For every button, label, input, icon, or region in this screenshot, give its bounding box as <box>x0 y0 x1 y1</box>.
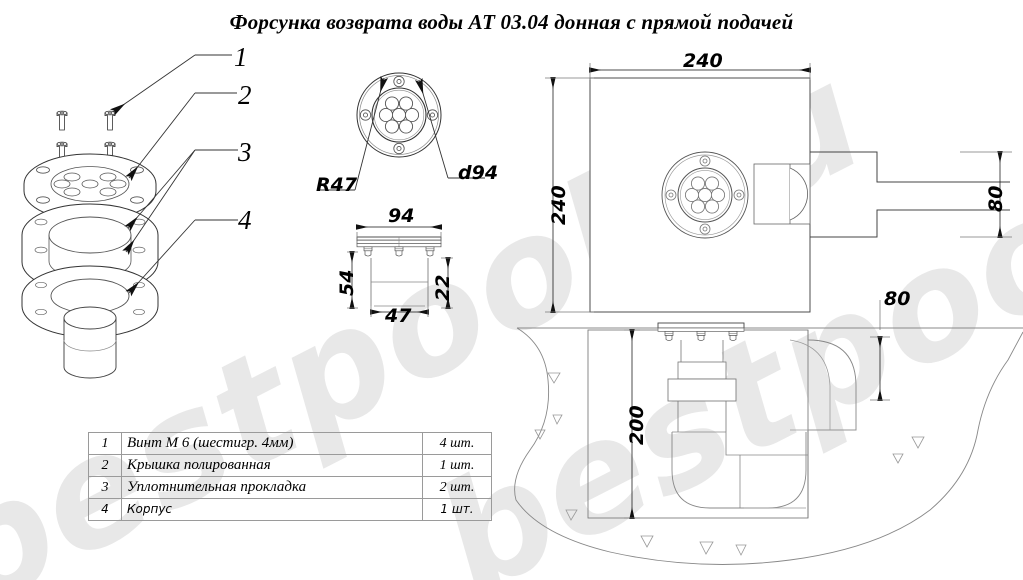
callout-number-3: 3 <box>238 137 252 167</box>
leader-r47 <box>354 76 389 191</box>
view-exploded-assembly <box>21 110 159 379</box>
table-row: 4 Корпус 1 шт. <box>88 498 492 521</box>
page-title: Форсунка возврата воды АТ 03.04 донная с… <box>229 10 794 34</box>
dimension-80-section <box>870 300 890 401</box>
dimension-label-94: 94 <box>388 205 415 227</box>
callout-number-4: 4 <box>238 205 252 235</box>
legend-row-number: 3 <box>88 476 122 499</box>
legend-row-qty: 1 шт. <box>422 454 492 477</box>
view-face-front <box>318 72 485 191</box>
dimension-label-80-section: 80 <box>884 288 911 310</box>
dimension-label-80-plan: 80 <box>985 185 1007 212</box>
legend-row-desc: Винт М 6 (шестигр. 4мм) <box>121 432 423 455</box>
dimension-label-54: 54 <box>336 269 358 296</box>
leader-1 <box>109 54 196 116</box>
screw-item <box>104 110 116 131</box>
legend-row-desc: Крышка полированная <box>121 454 423 477</box>
callout-number-1: 1 <box>234 42 248 72</box>
dimension-label-240-vertical: 240 <box>548 185 570 225</box>
side-screw <box>425 246 435 257</box>
callout-number-2: 2 <box>238 80 252 110</box>
screw-item <box>56 110 68 131</box>
view-vertical-section <box>514 300 1023 565</box>
dimension-94 <box>356 224 442 240</box>
callout-leaders <box>109 54 238 297</box>
view-plan-top <box>545 63 1012 313</box>
leader-3a <box>124 149 196 232</box>
view-side-section <box>347 224 453 317</box>
dimension-47 <box>370 306 429 317</box>
dimension-label-200: 200 <box>626 405 648 445</box>
legend-body: 1 Винт М 6 (шестигр. 4мм) 4 шт. 2 Крышка… <box>88 432 492 521</box>
section-screw <box>728 331 738 341</box>
legend-table: 1 Винт М 6 (шестигр. 4мм) 4 шт. 2 Крышка… <box>88 432 492 521</box>
section-screw <box>664 331 674 341</box>
table-row: 2 Крышка полированная 1 шт. <box>88 454 492 477</box>
table-row: 1 Винт М 6 (шестигр. 4мм) 4 шт. <box>88 432 492 455</box>
dimension-label-240-horizontal: 240 <box>683 50 723 72</box>
dimension-label-47: 47 <box>385 305 412 327</box>
side-screw <box>363 246 373 257</box>
concrete-hatch <box>534 372 925 556</box>
legend-row-number: 2 <box>88 454 122 477</box>
legend-row-desc: Уплотнительная прокладка <box>121 476 423 499</box>
plan-nozzle-face <box>661 151 749 239</box>
dimension-80-plan <box>960 151 1012 238</box>
table-row: 3 Уплотнительная прокладка 2 шт. <box>88 476 492 499</box>
legend-row-desc: Корпус <box>121 498 423 521</box>
dimension-240-horizontal <box>589 63 811 80</box>
dimension-54 <box>347 251 358 309</box>
dimension-200 <box>624 329 640 519</box>
dimension-22 <box>441 257 453 309</box>
dimension-label-d94: d94 <box>458 162 499 184</box>
legend-row-qty: 4 шт. <box>422 432 492 455</box>
side-screw <box>394 246 404 257</box>
concrete-outline <box>514 327 1023 565</box>
section-screw <box>696 331 706 341</box>
leader-3b <box>122 149 196 256</box>
dimension-240-vertical <box>545 77 594 313</box>
legend-row-qty: 1 шт. <box>422 498 492 521</box>
dimension-label-r47: R47 <box>316 174 358 196</box>
dimension-label-22: 22 <box>432 274 454 301</box>
legend-row-number: 1 <box>88 432 122 455</box>
leader-4 <box>125 219 196 297</box>
legend-row-number: 4 <box>88 498 122 521</box>
leader-2 <box>125 92 196 182</box>
legend-row-qty: 2 шт. <box>422 476 492 499</box>
leader-d94 <box>414 77 449 179</box>
part-body <box>21 265 159 379</box>
